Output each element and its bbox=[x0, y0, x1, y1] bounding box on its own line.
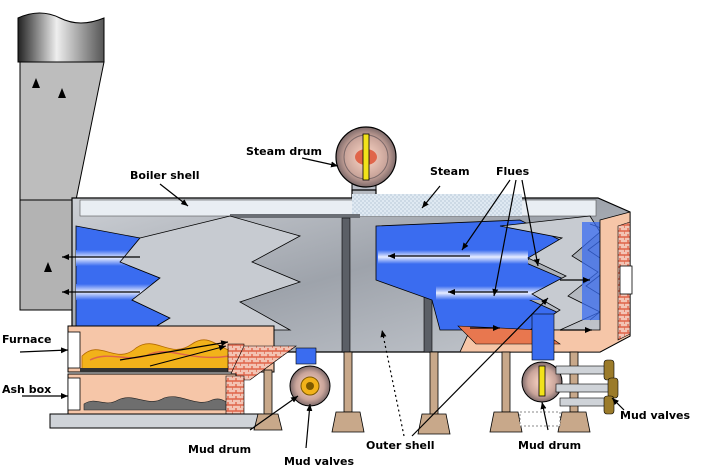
label-outer-shell: Outer shell bbox=[366, 439, 435, 452]
label-furnace: Furnace bbox=[2, 333, 52, 346]
label-steam-drum: Steam drum bbox=[246, 145, 322, 158]
gas-flow-arrows bbox=[62, 253, 592, 333]
mud-drum-left bbox=[289, 347, 331, 407]
ash-box bbox=[49, 373, 263, 429]
label-mud-drum-left: Mud drum bbox=[188, 443, 252, 456]
steam-drum bbox=[335, 126, 397, 193]
furnace bbox=[67, 325, 297, 381]
chimney-stack bbox=[17, 12, 105, 311]
label-leaders bbox=[19, 157, 625, 449]
label-ash-box: Ash box bbox=[2, 383, 52, 396]
label-mud-valves-left: Mud valves bbox=[284, 455, 355, 468]
mud-drum-right bbox=[519, 313, 563, 427]
label-mud-valves-right: Mud valves bbox=[620, 409, 691, 422]
label-boiler-shell: Boiler shell bbox=[130, 169, 200, 182]
flue-tubes-right bbox=[375, 215, 613, 331]
mud-valves-right bbox=[555, 359, 619, 415]
support-legs bbox=[253, 351, 591, 435]
label-flues: Flues bbox=[496, 165, 530, 178]
label-mud-drum-right: Mud drum bbox=[518, 439, 582, 452]
label-steam: Steam bbox=[430, 165, 470, 178]
